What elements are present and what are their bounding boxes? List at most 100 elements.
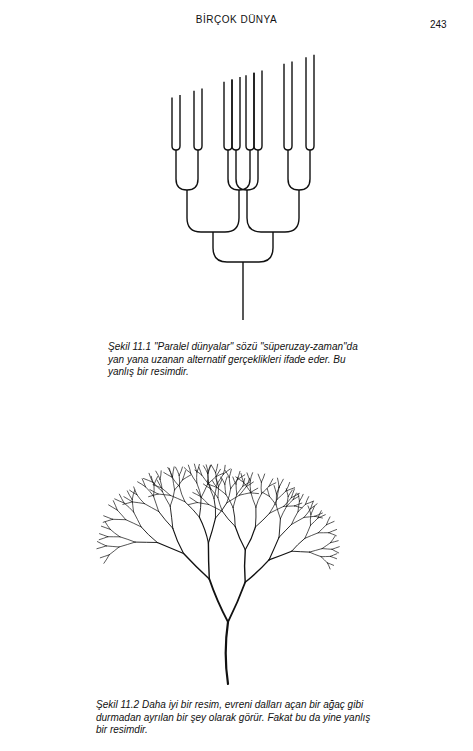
branch-line — [119, 494, 124, 503]
branch-line — [244, 482, 251, 492]
branch-line — [216, 479, 219, 487]
branch-line — [156, 471, 160, 479]
branch-line — [100, 555, 109, 558]
branch-line — [288, 490, 292, 496]
branch-line — [305, 533, 318, 539]
branch-line — [233, 494, 237, 507]
branch-line — [284, 61, 292, 150]
branch-line — [255, 507, 257, 527]
branch-line — [108, 536, 120, 537]
branch-line — [190, 498, 198, 503]
branch-line — [197, 489, 201, 496]
branch-line — [224, 79, 232, 150]
branch-line — [277, 486, 280, 494]
branch-line — [183, 475, 191, 480]
branch-line — [141, 527, 157, 543]
branch-line — [306, 55, 314, 150]
branch-line — [105, 522, 110, 530]
branch-line — [276, 505, 280, 519]
branch-line — [225, 477, 227, 484]
branch-line — [310, 514, 312, 525]
branch-line — [175, 480, 183, 490]
branch-line — [196, 472, 197, 483]
branch-line — [280, 507, 286, 519]
branch-line — [276, 494, 277, 505]
branch-line — [239, 493, 250, 495]
branch-line — [228, 582, 245, 622]
branch-line — [162, 491, 170, 506]
branch-line — [199, 498, 201, 518]
branch-line — [298, 493, 300, 501]
branch-line — [208, 465, 211, 473]
branch-line — [232, 77, 240, 150]
branch-line — [237, 486, 243, 494]
branch-line — [159, 512, 173, 529]
branch-line — [242, 262, 243, 320]
branch-line — [327, 563, 330, 569]
branch-line — [176, 150, 198, 190]
branch-line — [170, 506, 173, 528]
branch-line — [120, 537, 135, 542]
branch-line — [331, 541, 339, 543]
branch-line — [247, 190, 299, 232]
branch-line — [269, 496, 276, 505]
branch-line — [191, 473, 197, 483]
branch-line — [219, 479, 223, 486]
branch-line — [269, 551, 292, 560]
branch-line — [137, 495, 145, 504]
branch-line — [250, 473, 252, 481]
branch-line — [287, 500, 294, 507]
branch-line — [153, 485, 155, 496]
branch-line — [97, 542, 106, 546]
branch-line — [202, 475, 209, 484]
branch-line — [226, 495, 233, 508]
branch-line — [246, 73, 254, 150]
branch-line — [225, 484, 226, 494]
branch-line — [194, 88, 202, 150]
branch-line — [204, 466, 208, 474]
branch-line — [179, 475, 180, 486]
branch-line — [218, 498, 223, 512]
branch-line — [293, 496, 299, 499]
branch-line — [149, 494, 158, 497]
branch-line — [188, 465, 190, 473]
branch-line — [254, 70, 262, 150]
branch-line — [267, 489, 269, 497]
branch-line — [199, 467, 202, 475]
branch-line — [277, 491, 286, 499]
branch-line — [132, 500, 133, 512]
branch-line — [318, 515, 325, 518]
branch-line — [211, 489, 218, 498]
branch-line — [321, 556, 330, 557]
branch-line — [261, 482, 262, 494]
branch-line — [187, 190, 239, 232]
branch-line — [332, 549, 339, 553]
branch-line — [322, 548, 332, 550]
branch-line — [256, 494, 262, 507]
branch-line — [222, 511, 235, 526]
branch-line — [208, 465, 211, 473]
branch-line — [241, 474, 244, 483]
branch-line — [235, 527, 245, 550]
parallel-worlds-figure — [172, 55, 314, 320]
page-number: 243 — [430, 19, 447, 30]
branch-line — [211, 465, 215, 473]
branch-line — [200, 496, 208, 504]
branch-line — [326, 521, 334, 524]
branch-line — [172, 477, 180, 487]
branch-line — [229, 477, 231, 488]
branch-line — [284, 505, 295, 507]
figure-caption: Şekil 11.2 Daha iyi bir resim, evreni da… — [96, 699, 378, 737]
branch-line — [332, 547, 339, 550]
branch-line — [170, 490, 174, 506]
branch-line — [106, 546, 119, 547]
branch-line — [311, 506, 315, 514]
branch-line — [217, 488, 226, 495]
branch-line — [274, 486, 276, 494]
branch-line — [199, 517, 208, 543]
branch-line — [126, 520, 141, 527]
branch-line — [173, 467, 175, 477]
branch-line — [149, 473, 153, 482]
branch-line — [113, 501, 117, 510]
